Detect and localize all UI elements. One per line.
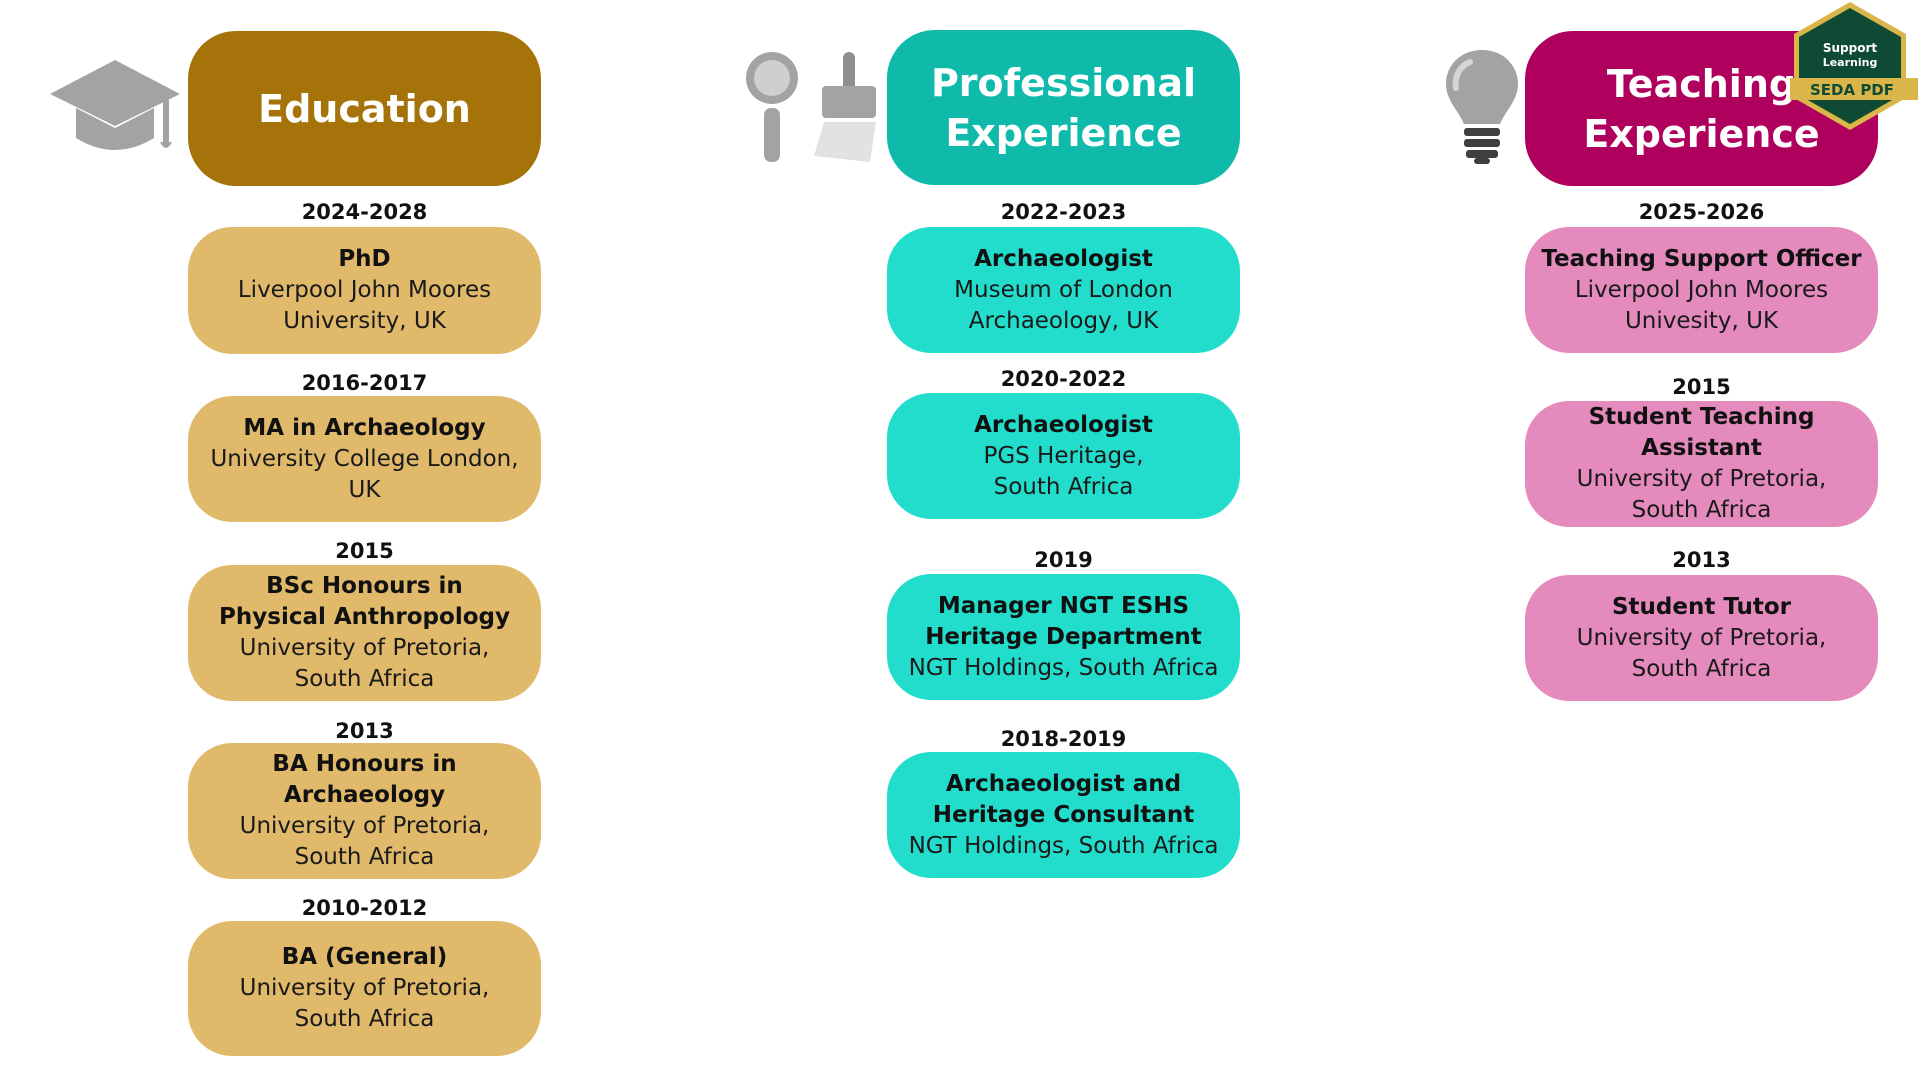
entry-title: Manager NGT ESHS Heritage Department	[925, 592, 1202, 650]
teaching-year-3: 2013	[1672, 548, 1731, 572]
entry-location: Univesity, UK	[1624, 307, 1779, 334]
entry-employer: Museum of London	[954, 276, 1173, 303]
entry-institution: University of Pretoria, South Africa	[239, 975, 490, 1032]
professional-entry-pgs-heritage: Archaeologist PGS Heritage, South Africa	[887, 393, 1240, 519]
magnifier-and-brush-icon	[746, 52, 876, 162]
education-year-5: 2010-2012	[301, 896, 428, 920]
entry-title: Archaeologist and Heritage Consultant	[932, 770, 1195, 828]
teaching-year-1: 2025-2026	[1638, 200, 1765, 224]
entry-employer: PGS Heritage,	[983, 442, 1144, 469]
teaching-header-title-line2: Experience	[1583, 111, 1820, 156]
entry-institution: University College London, UK	[210, 445, 519, 503]
entry-location: Archaeology, UK	[968, 307, 1159, 334]
entry-title: BA Honours in Archaeology	[272, 751, 457, 808]
professional-header-title-line1: Professional	[930, 60, 1197, 105]
entry-institution: Liverpool John Moores	[237, 277, 492, 303]
entry-title: PhD	[338, 246, 391, 272]
education-entry-ba-honours: BA Honours in Archaeology University of …	[188, 743, 541, 879]
education-entry-ba-general: BA (General) University of Pretoria, Sou…	[188, 921, 541, 1056]
entry-institution: University of Pretoria, South Africa	[239, 635, 490, 692]
badge-line2: Learning	[1823, 56, 1878, 69]
entry-location: South Africa	[1631, 655, 1772, 682]
entry-title: BA (General)	[281, 944, 448, 970]
entry-employer: NGT Holdings, South Africa	[908, 654, 1219, 681]
badge-line1: Support	[1823, 41, 1878, 55]
education-year-3: 2015	[335, 539, 394, 563]
teaching-entry-support-officer: Teaching Support Officer Liverpool John …	[1525, 227, 1878, 353]
professional-year-1: 2022-2023	[1000, 200, 1127, 224]
education-header: Education	[188, 31, 541, 186]
education-entry-phd: PhD Liverpool John Moores University, UK	[188, 227, 541, 354]
light-bulb-icon	[1446, 50, 1518, 164]
education-year-1: 2024-2028	[301, 200, 428, 224]
entry-title: Archaeologist	[974, 245, 1153, 272]
professional-year-4: 2018-2019	[1000, 727, 1127, 751]
education-entry-bsc-honours: BSc Honours in Physical Anthropology Uni…	[188, 565, 541, 701]
teaching-entry-teaching-assistant: Student Teaching Assistant University of…	[1525, 401, 1878, 527]
entry-institution: University of Pretoria, South Africa	[239, 813, 490, 870]
professional-year-3: 2019	[1034, 548, 1093, 572]
teaching-year-2: 2015	[1672, 375, 1731, 399]
entry-title: Archaeologist	[974, 411, 1153, 438]
entry-location: University, UK	[283, 308, 446, 334]
professional-header: Professional Experience	[887, 30, 1240, 185]
entry-location: South Africa	[1631, 497, 1772, 523]
education-year-4: 2013	[335, 719, 394, 743]
professional-entry-museum-of-london: Archaeologist Museum of London Archaeolo…	[887, 227, 1240, 353]
entry-title: Student Tutor	[1611, 593, 1792, 620]
entry-institution: University of Pretoria,	[1576, 624, 1827, 651]
professional-year-2: 2020-2022	[1000, 367, 1127, 391]
entry-title: BSc Honours in Physical Anthropology	[219, 573, 510, 630]
seda-badge: Support Learning SEDA PDF	[1790, 2, 1918, 130]
entry-title: MA in Archaeology	[243, 414, 486, 441]
entry-employer: NGT Holdings, South Africa	[908, 832, 1219, 859]
entry-title: Teaching Support Officer	[1541, 245, 1862, 272]
education-year-2: 2016-2017	[301, 371, 428, 395]
education-entry-ma: MA in Archaeology University College Lon…	[188, 396, 541, 522]
education-header-title: Education	[258, 86, 471, 131]
teaching-header-title-line1: Teaching	[1606, 61, 1797, 106]
entry-location: South Africa	[993, 473, 1134, 500]
entry-institution: Liverpool John Moores	[1574, 276, 1829, 303]
entry-institution: University of Pretoria,	[1576, 466, 1827, 492]
badge-label: SEDA PDF	[1810, 81, 1894, 99]
professional-header-title-line2: Experience	[945, 110, 1182, 155]
entry-title: Student Teaching Assistant	[1588, 404, 1815, 461]
teaching-entry-student-tutor: Student Tutor University of Pretoria, So…	[1525, 575, 1878, 701]
professional-entry-ngt-manager: Manager NGT ESHS Heritage Department NGT…	[887, 574, 1240, 700]
graduation-cap-icon	[50, 60, 180, 150]
professional-entry-ngt-consultant: Archaeologist and Heritage Consultant NG…	[887, 752, 1240, 878]
